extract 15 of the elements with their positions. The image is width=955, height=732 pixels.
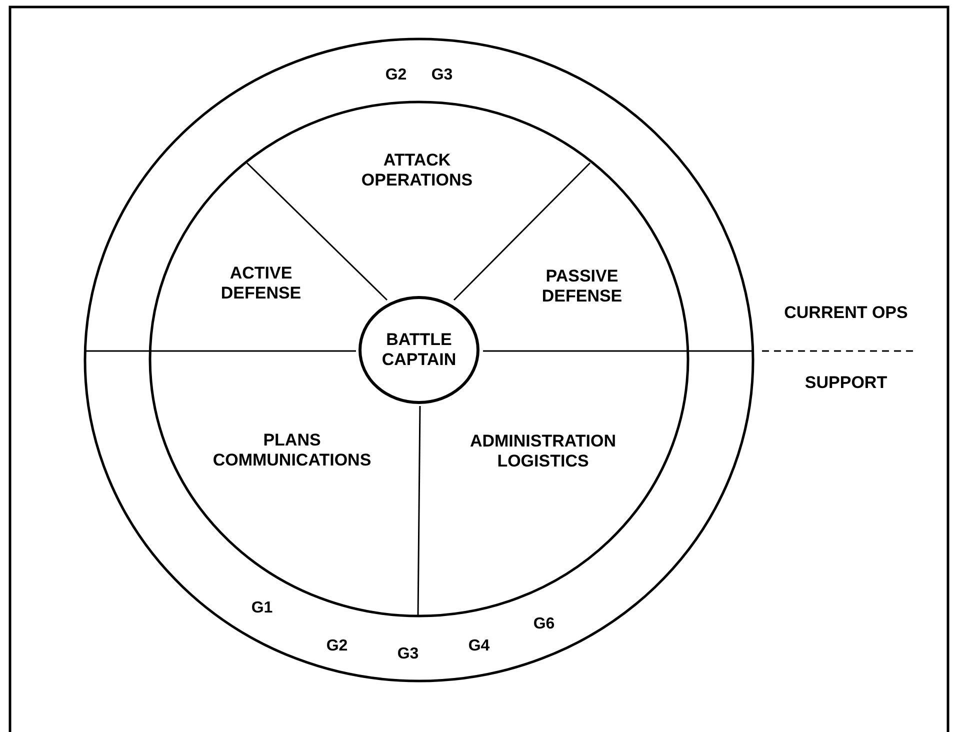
ring-label: G3 — [431, 65, 453, 85]
sector-label: PASSIVE DEFENSE — [542, 266, 622, 308]
center-label: BATTLE CAPTAIN — [382, 330, 456, 370]
ring-label: G1 — [251, 598, 273, 618]
sector-label: ATTACK OPERATIONS — [361, 150, 473, 192]
ring-label: G2 — [326, 636, 348, 656]
ring-label: G3 — [397, 644, 419, 664]
sector-label: PLANS COMMUNICATIONS — [212, 430, 372, 472]
ring-label: G2 — [385, 65, 407, 85]
sector-label: ADMINISTRATION LOGISTICS — [470, 432, 616, 472]
zone-label: SUPPORT — [804, 372, 888, 394]
zone-label: CURRENT OPS — [784, 302, 908, 324]
ring-label: G6 — [533, 614, 555, 634]
ring-label: G4 — [468, 636, 490, 656]
sector-label: ACTIVE DEFENSE — [220, 264, 302, 304]
